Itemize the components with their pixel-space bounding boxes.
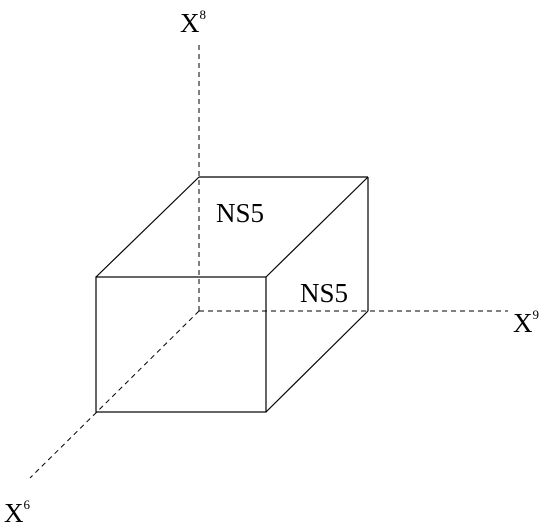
cube-bottom-right-diagonal xyxy=(265,310,369,413)
x9-axis-label: X9 xyxy=(513,307,539,338)
ns5-top-label: NS5 xyxy=(216,198,264,228)
cube-front-face xyxy=(95,276,267,413)
x8-axis-label: X8 xyxy=(180,7,206,38)
ns5-side-label: NS5 xyxy=(300,278,348,308)
x6-axis-line xyxy=(29,310,200,479)
cube xyxy=(95,176,369,413)
cube-top-left-diagonal xyxy=(95,176,200,278)
x6-axis-label: X6 xyxy=(4,497,31,528)
cube-top-right-diagonal xyxy=(265,176,369,278)
